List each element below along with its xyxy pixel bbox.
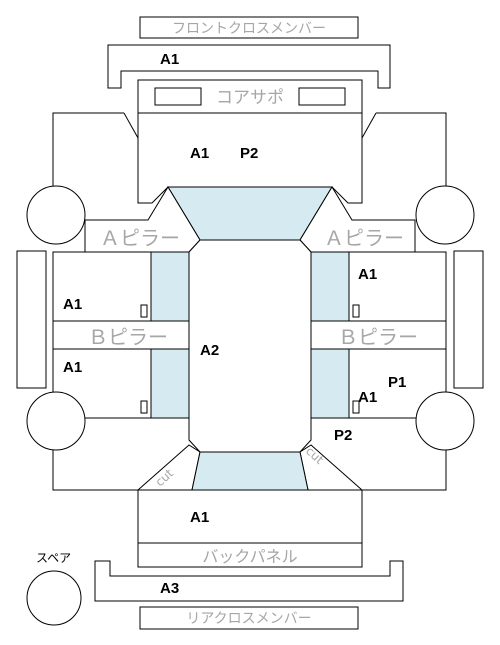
wheel-rear-left [26,391,86,451]
left-front-door-code: A1 [63,296,82,313]
rear-cross-member-code: A3 [160,580,179,597]
wheel-front-left [26,185,86,245]
right-front-handle [352,304,360,318]
rear-window [191,451,309,491]
b-pillar-left-label: Ｂピラー [88,325,168,349]
a-pillar-right-label: Ａピラー [324,226,404,250]
rear-cross-member-label: リアクロスメンバー [186,611,311,627]
right-rear-p1-code: P1 [388,374,406,391]
back-panel-part [137,542,363,568]
left-side-sill [16,250,47,389]
back-panel-label: バックパネル [202,547,297,566]
hood-code-p2: P2 [240,145,258,162]
body-outline [52,112,447,491]
headlight-right [298,87,346,106]
rear-cross-member-box [139,606,359,630]
right-front-door-code: A1 [358,266,377,283]
wheel-front-right [415,185,475,245]
front-cross-member-part [107,44,391,89]
spare-tire [26,570,82,626]
left-rear-door-code: A1 [63,359,82,376]
front-cross-member-code: A1 [160,51,179,68]
roof-code: A2 [200,342,219,359]
trunk-part [137,489,363,544]
right-front-window [310,251,350,322]
right-rear-door-code: A1 [358,389,377,406]
left-rear-window [150,348,190,419]
hood-code-a1: A1 [190,145,209,162]
a-pillar-left-label: Ａピラー [100,226,180,250]
left-front-window [150,251,190,322]
left-rear-handle [140,400,148,414]
front-cross-member-label: フロントクロスメンバー [172,21,326,37]
left-fender-edge [123,112,139,139]
wheel-rear-right [415,391,475,451]
b-pillar-left-band [52,320,190,350]
headlight-left [154,87,202,106]
right-rear-window [310,348,350,419]
b-pillar-right-label: Ｂピラー [338,325,418,349]
b-pillar-right-band [310,320,447,350]
trunk-code: A1 [190,509,209,526]
left-front-handle [140,304,148,318]
front-cross-member-box [139,16,359,39]
core-support-label: コアサポ [216,88,284,108]
right-rear-p2-code: P2 [334,427,352,444]
spare-label: スペア [36,551,71,565]
right-side-sill [453,250,484,389]
right-fender-edge [361,112,377,139]
rear-quarter-left [136,444,201,491]
right-rear-handle [352,400,360,414]
rear-cross-member-part [94,560,404,602]
